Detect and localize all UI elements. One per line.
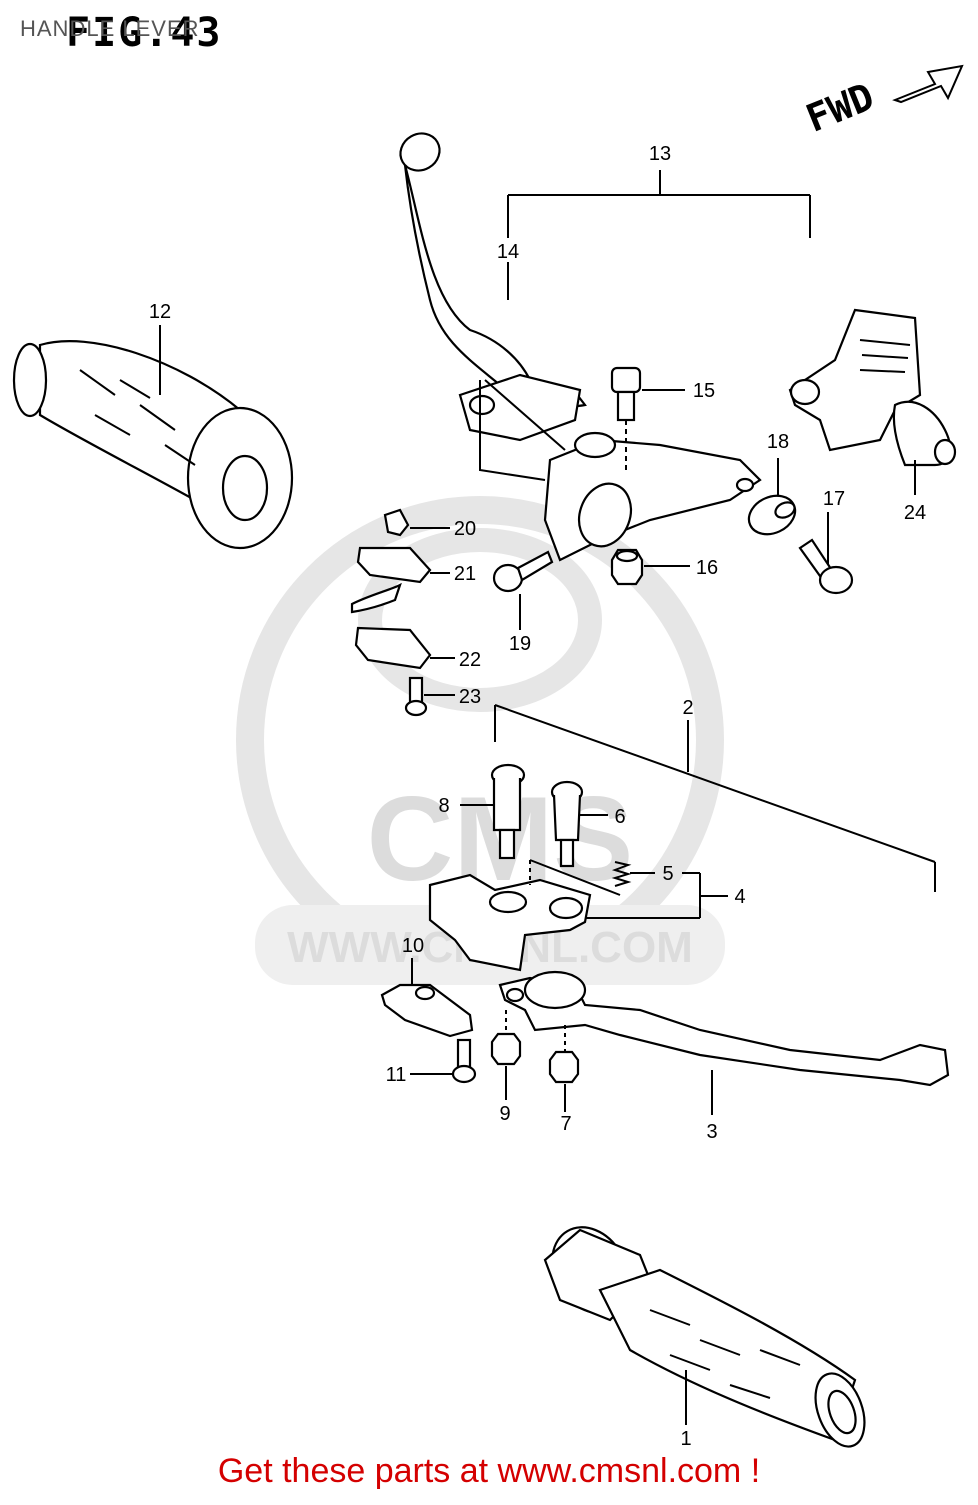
nut-7-part — [548, 1025, 580, 1084]
bracket-13 — [507, 170, 811, 300]
switch-10-part — [380, 983, 474, 1038]
lower-lever-holder-part — [428, 859, 621, 972]
callout-21: 21 — [454, 563, 476, 585]
callout-13: 13 — [649, 143, 671, 165]
cover-24-part — [788, 308, 957, 467]
callout-22: 22 — [459, 649, 481, 671]
clamp-parts — [350, 508, 432, 717]
grip-right-part — [543, 1226, 866, 1448]
callout-19: 19 — [509, 633, 531, 655]
nut-16-part — [610, 548, 644, 586]
callout-24: 24 — [904, 502, 926, 524]
callout-numbers: 1 2 3 4 5 6 7 8 9 10 11 12 13 14 15 16 1… — [149, 143, 926, 1450]
callout-3: 3 — [706, 1121, 717, 1143]
callout-8: 8 — [438, 795, 449, 817]
page-title: HANDLE LEVER — [20, 16, 200, 41]
brake-lever-3-part — [498, 970, 950, 1087]
leaders-20-23 — [410, 527, 455, 696]
screw-11-part — [451, 1038, 477, 1084]
callout-6: 6 — [614, 806, 625, 828]
callout-16: 16 — [696, 557, 718, 579]
callout-1: 1 — [680, 1428, 691, 1450]
callout-11: 11 — [386, 1064, 407, 1086]
footer-link[interactable]: Get these parts at www.cmsnl.com ! — [217, 1452, 761, 1490]
callout-9: 9 — [499, 1103, 510, 1125]
adjuster-18-part — [747, 494, 797, 536]
bracket-4 — [585, 872, 728, 919]
pivot-bolt-6-part — [550, 780, 584, 868]
figure-number: FIG.43 — [66, 10, 223, 56]
bolt-19-part — [492, 550, 554, 593]
callout-20: 20 — [454, 518, 476, 540]
grip-left-part — [12, 340, 294, 550]
callout-7: 7 — [560, 1113, 571, 1135]
callout-5: 5 — [662, 863, 673, 885]
bolt-15-part — [610, 366, 642, 470]
clutch-lever-part — [399, 132, 587, 408]
callout-15: 15 — [693, 380, 715, 402]
pivot-bolt-8-part — [490, 763, 526, 860]
screw-17-part — [798, 538, 854, 595]
bracket-2 — [494, 704, 936, 892]
callout-2: 2 — [682, 697, 693, 719]
callout-14: 14 — [497, 241, 519, 263]
callout-4: 4 — [734, 886, 745, 908]
spring-5-part — [611, 861, 655, 887]
fwd-arrow-icon — [892, 64, 964, 104]
callout-10: 10 — [402, 935, 424, 957]
nut-9-part — [490, 1010, 522, 1066]
callout-17: 17 — [823, 488, 845, 510]
callout-23: 23 — [459, 686, 481, 708]
lever-holder-part — [458, 373, 762, 562]
callout-12: 12 — [149, 301, 171, 323]
callout-18: 18 — [767, 431, 789, 453]
